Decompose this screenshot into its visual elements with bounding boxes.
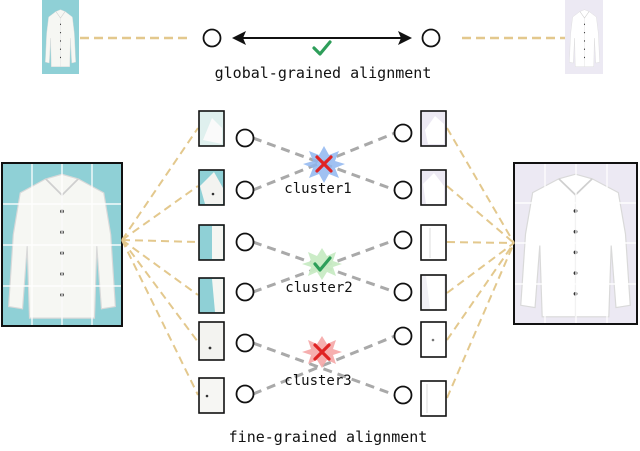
right-patch-2 — [420, 169, 447, 206]
top-left-thumbnail — [42, 0, 79, 74]
global-caption: global-grained alignment — [215, 64, 432, 82]
right-patches — [420, 110, 447, 417]
double-arrow-icon — [232, 31, 412, 45]
right-patch-3 — [420, 224, 447, 261]
left-patch-1 — [198, 110, 225, 147]
left-full-image — [1, 162, 123, 327]
top-right-node — [421, 28, 441, 48]
cluster2-badge — [302, 248, 342, 280]
left-fanout-links — [121, 127, 199, 396]
top-left-node — [202, 28, 222, 48]
fine-caption: fine-grained alignment — [229, 428, 428, 446]
cluster1-badge — [303, 146, 345, 183]
right-full-image — [513, 162, 638, 325]
left-patch-4 — [198, 277, 225, 314]
cluster3-label: cluster3 — [284, 373, 351, 389]
right-patch-5 — [420, 321, 447, 358]
right-nodes — [393, 123, 413, 405]
left-patch-3 — [198, 224, 225, 261]
cluster2-label: cluster2 — [285, 280, 352, 296]
top-right-thumbnail — [565, 0, 603, 74]
cross-icon — [315, 155, 333, 173]
left-patches — [198, 110, 225, 414]
right-patch-6 — [420, 380, 447, 417]
left-patch-5 — [198, 321, 225, 361]
cross-icon — [313, 343, 331, 361]
check-icon — [313, 256, 332, 272]
right-patch-1 — [420, 110, 447, 147]
left-patch-2 — [198, 169, 225, 206]
right-patch-4 — [420, 274, 447, 311]
left-patch-6 — [198, 377, 225, 414]
cluster1-label: cluster1 — [284, 181, 351, 197]
right-fanout-links — [446, 127, 515, 399]
left-nodes — [235, 128, 255, 404]
cluster3-badge — [302, 336, 342, 368]
check-icon — [312, 40, 332, 56]
